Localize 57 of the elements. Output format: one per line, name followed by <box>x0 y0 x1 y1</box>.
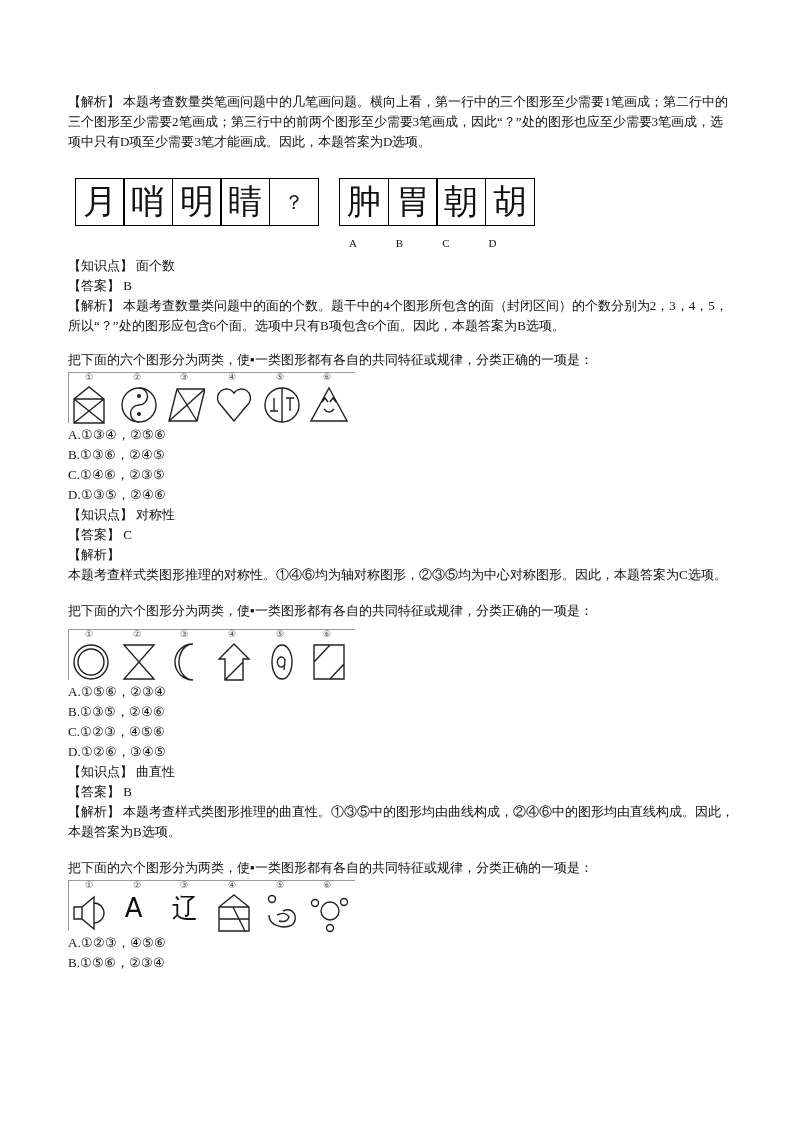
knowledge-point: 【知识点】 对称性 <box>68 506 177 524</box>
question-text: 把下面的六个图形分为两类，使▪一类图形都有各自的共同特征或规律，分类正确的一项是： <box>68 859 594 877</box>
analysis-paragraph: 【解析】 本题考查样式类图形推理的曲直性。①③⑤中的图形均由曲线构成，②④⑥中的图形均由直线构成。因此，本题答案为B选项。 <box>68 803 736 841</box>
figure-number: ① <box>84 629 94 639</box>
figure-number: ⑥ <box>322 629 333 639</box>
knowledge-point: 【知识点】 面个数 <box>68 257 177 275</box>
character-box: 肿 <box>339 178 389 226</box>
question-text: 把下面的六个图形分为两类，使▪一类图形都有各自的共同特征或规律，分类正确的一项是： <box>68 351 594 369</box>
character-box: 胡 <box>484 178 535 226</box>
figure-number: ⑤ <box>274 880 285 890</box>
answer-option: A.①②③，④⑤⑥ <box>68 933 736 953</box>
answer-line: 【答案】 B <box>68 783 133 801</box>
figure-number: ② <box>131 880 142 890</box>
knowledge-point: 【知识点】 曲直性 <box>68 763 177 781</box>
answer-option: B.①⑤⑥，②③④ <box>68 953 736 973</box>
answer-option: D.①③⑤，②④⑥ <box>68 485 736 505</box>
answer-line: 【答案】 B <box>68 277 133 295</box>
answer-option: D.①②⑥，③④⑤ <box>68 742 736 762</box>
character-box: 月 <box>74 178 125 226</box>
figure-number: ③ <box>179 629 190 639</box>
figure-number: ⑤ <box>274 629 285 639</box>
option-letter: B <box>395 236 404 250</box>
option-letter: D <box>488 236 497 250</box>
answer-option: A.①③④，②⑤⑥ <box>68 425 736 445</box>
analysis-paragraph: 本题考查样式类图形推理的对称性。①④⑥均为轴对称图形，②③⑤均为中心对称图形。因此，本题答案为C选项。 <box>68 566 728 584</box>
figure-number: ③ <box>179 880 190 890</box>
figure-number: ⑤ <box>274 372 285 382</box>
figure-number: ⑥ <box>322 880 333 890</box>
character-box: 胃 <box>387 178 438 226</box>
figure-number: ④ <box>227 372 237 382</box>
analysis-heading: 【解析】 <box>68 546 121 564</box>
figure-number: ④ <box>227 629 237 639</box>
answer-option: C.①②③，④⑤⑥ <box>68 722 736 742</box>
character-box: 朝 <box>436 178 486 226</box>
figure-number: ③ <box>179 372 190 382</box>
character-box: 睛 <box>220 178 270 226</box>
figure-number: ① <box>84 372 94 382</box>
character-box: 哨 <box>123 178 173 226</box>
answer-option: B.①③⑥，②④⑤ <box>68 445 736 465</box>
answer-option: C.①④⑥，②③⑤ <box>68 465 736 485</box>
answer-line: 【答案】 C <box>68 526 133 544</box>
analysis-paragraph: 【解析】 本题考查数量类笔画问题中的几笔画问题。横向上看，第一行中的三个图形至少需要1笔画成；第二行中的三个图形至少需要2笔画成；第三行中的前两个图形至少需要3笔画成，因此“？”处的图形也应至少需要3笔画成，选项中只有D项至少需要3笔才能画成。因此，本题答案为D选项。 <box>68 93 729 151</box>
figure-glyph: A <box>124 892 143 925</box>
option-letter: A <box>349 236 357 250</box>
analysis-paragraph: 【解析】 本题考查数量类问题中的面的个数。题干中的4个图形所包含的面（封闭区间）的个数分别为2，3，4，5，所以“？”处的图形应包含6个面。选项中只有B项包含6个面。因此，本题答案为B选项。 <box>68 297 729 335</box>
figure-number: ① <box>84 880 94 890</box>
answer-option: B.①③⑤，②④⑥ <box>68 702 736 722</box>
figure-number: ② <box>131 372 142 382</box>
question-text: 把下面的六个图形分为两类，使▪一类图形都有各自的共同特征或规律，分类正确的一项是： <box>68 602 594 620</box>
character-box: ？ <box>268 178 319 226</box>
figure-glyph: 辽 <box>172 892 199 925</box>
character-box: 明 <box>171 178 222 226</box>
figure-number: ④ <box>227 880 237 890</box>
figure-number: ② <box>131 629 142 639</box>
answer-option: A.①⑤⑥，②③④ <box>68 682 736 702</box>
option-letter: C <box>442 236 450 250</box>
figure-number: ⑥ <box>322 372 333 382</box>
